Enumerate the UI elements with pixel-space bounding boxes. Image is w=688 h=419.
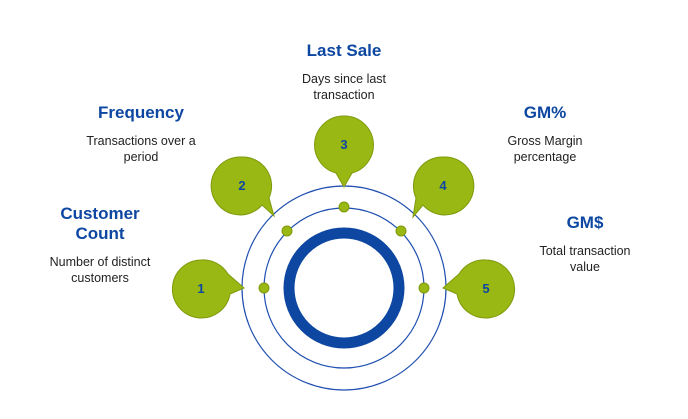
- bubble-2-number: 2: [238, 178, 245, 193]
- metric-desc-5: Total transaction value: [539, 244, 631, 274]
- ring-dot-5: [418, 282, 430, 294]
- metric-desc-4: Gross Margin percentage: [507, 134, 583, 164]
- metric-title-3: Last Sale: [306, 41, 382, 60]
- metric-label-4: GM% Gross Margin percentage: [480, 103, 610, 165]
- metric-desc-1: Number of distinct customers: [49, 255, 151, 285]
- bubble-5: 5: [442, 259, 516, 319]
- bubble-4: 4: [412, 156, 475, 219]
- bubble-5-number: 5: [482, 281, 489, 296]
- metric-label-5: GM$ Total transaction value: [520, 213, 650, 275]
- bubble-2: 2: [210, 156, 275, 218]
- bubble-3: 3: [314, 115, 374, 189]
- inner-thick-ring: [283, 227, 405, 349]
- metric-label-2: Frequency Transactions over a period: [76, 103, 206, 165]
- outer-ring: [241, 185, 447, 391]
- ring-dot-2: [281, 225, 293, 237]
- metric-title-2: Frequency: [98, 103, 184, 122]
- ring-dot-3: [338, 201, 350, 213]
- bubble-1: 1: [171, 259, 245, 319]
- bubble-1-number: 1: [197, 281, 204, 296]
- metric-title-5: GM$: [566, 213, 604, 232]
- ring-dot-1: [258, 282, 270, 294]
- metric-title-1: Customer Count: [60, 204, 140, 243]
- ring-dot-4: [395, 225, 407, 237]
- metric-label-3: Last Sale Days since last transaction: [279, 41, 409, 103]
- metric-desc-2: Transactions over a period: [86, 134, 196, 164]
- metric-desc-3: Days since last transaction: [301, 72, 387, 102]
- bubble-4-number: 4: [439, 178, 447, 193]
- metric-title-4: GM%: [523, 103, 567, 122]
- bubble-3-number: 3: [340, 137, 347, 152]
- metric-label-1: Customer Count Number of distinct custom…: [30, 204, 170, 286]
